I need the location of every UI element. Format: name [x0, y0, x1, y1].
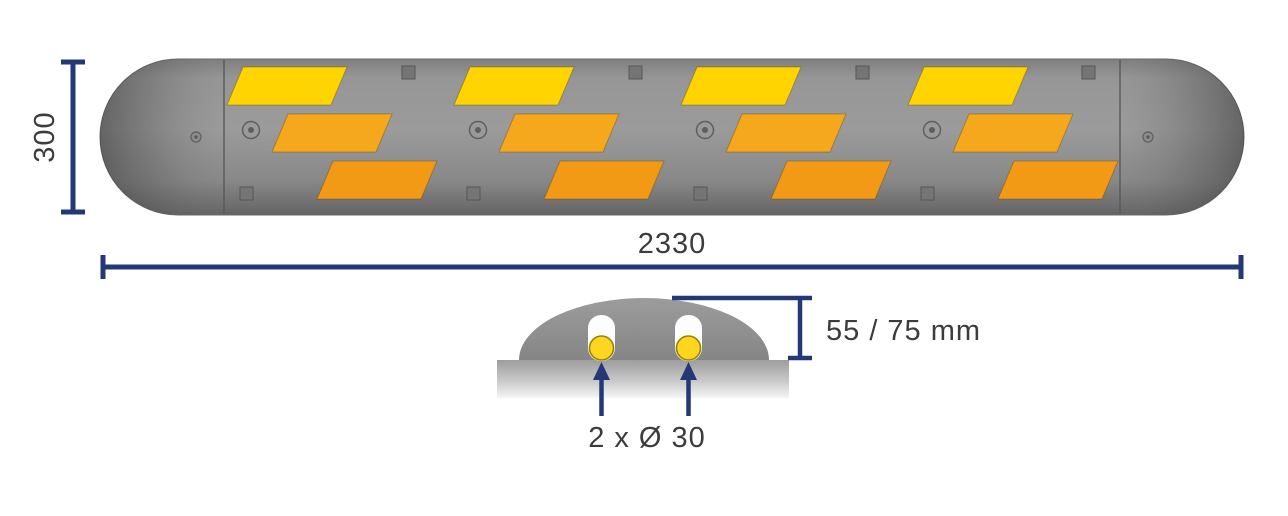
reflective-stripe [952, 113, 1074, 153]
road-surface [497, 360, 789, 398]
fixing-square [239, 186, 254, 201]
width-dimension: 300 [29, 59, 85, 215]
fixing-squares [239, 65, 1096, 201]
length-dimension: 2330 [100, 228, 1244, 279]
screw-hole [922, 120, 942, 140]
fixing-square [855, 65, 870, 80]
cushion-profile [519, 298, 769, 360]
fixing-square [628, 65, 643, 80]
fixing-square [920, 186, 935, 201]
screw-holes [190, 120, 1154, 143]
width-dimension-label: 300 [29, 111, 61, 162]
screw-hole [190, 131, 202, 143]
end-cap-left [100, 59, 226, 215]
length-dimension-label: 2330 [638, 228, 707, 260]
end-cap-right [1118, 59, 1244, 215]
reflective-stripe [907, 66, 1029, 106]
cable-channel [675, 335, 702, 361]
height-dimension-label: 55 / 75 mm [826, 315, 981, 347]
cross-section: 55 / 75 mm 2 x Ø 30 [497, 295, 981, 454]
cable-pointer-arrows [593, 362, 697, 416]
height-dimension: 55 / 75 mm [672, 295, 981, 361]
screw-hole [468, 120, 488, 140]
top-view [99, 58, 1245, 216]
fixing-square [466, 186, 481, 201]
reflective-stripe [498, 113, 620, 153]
reflective-stripe [543, 160, 665, 200]
cable-dimension-label: 2 x Ø 30 [588, 422, 706, 454]
cable-channel [588, 335, 615, 361]
screw-hole [241, 120, 261, 140]
screw-hole [1142, 131, 1154, 143]
fixing-square [401, 65, 416, 80]
reflective-stripe [271, 113, 393, 153]
reflective-stripe [725, 113, 847, 153]
fixing-square [1081, 65, 1096, 80]
reflective-stripe [453, 66, 575, 106]
screw-hole [695, 120, 715, 140]
reflective-stripe [226, 66, 348, 106]
reflective-stripe [770, 160, 892, 200]
fixing-square [693, 186, 708, 201]
cable-pointer-arrow [680, 362, 697, 416]
reflective-stripe [316, 160, 438, 200]
cable-pointer-arrow [593, 362, 610, 416]
reflective-stripes [226, 66, 1119, 200]
reflective-stripe [680, 66, 802, 106]
reflective-stripe [997, 160, 1119, 200]
